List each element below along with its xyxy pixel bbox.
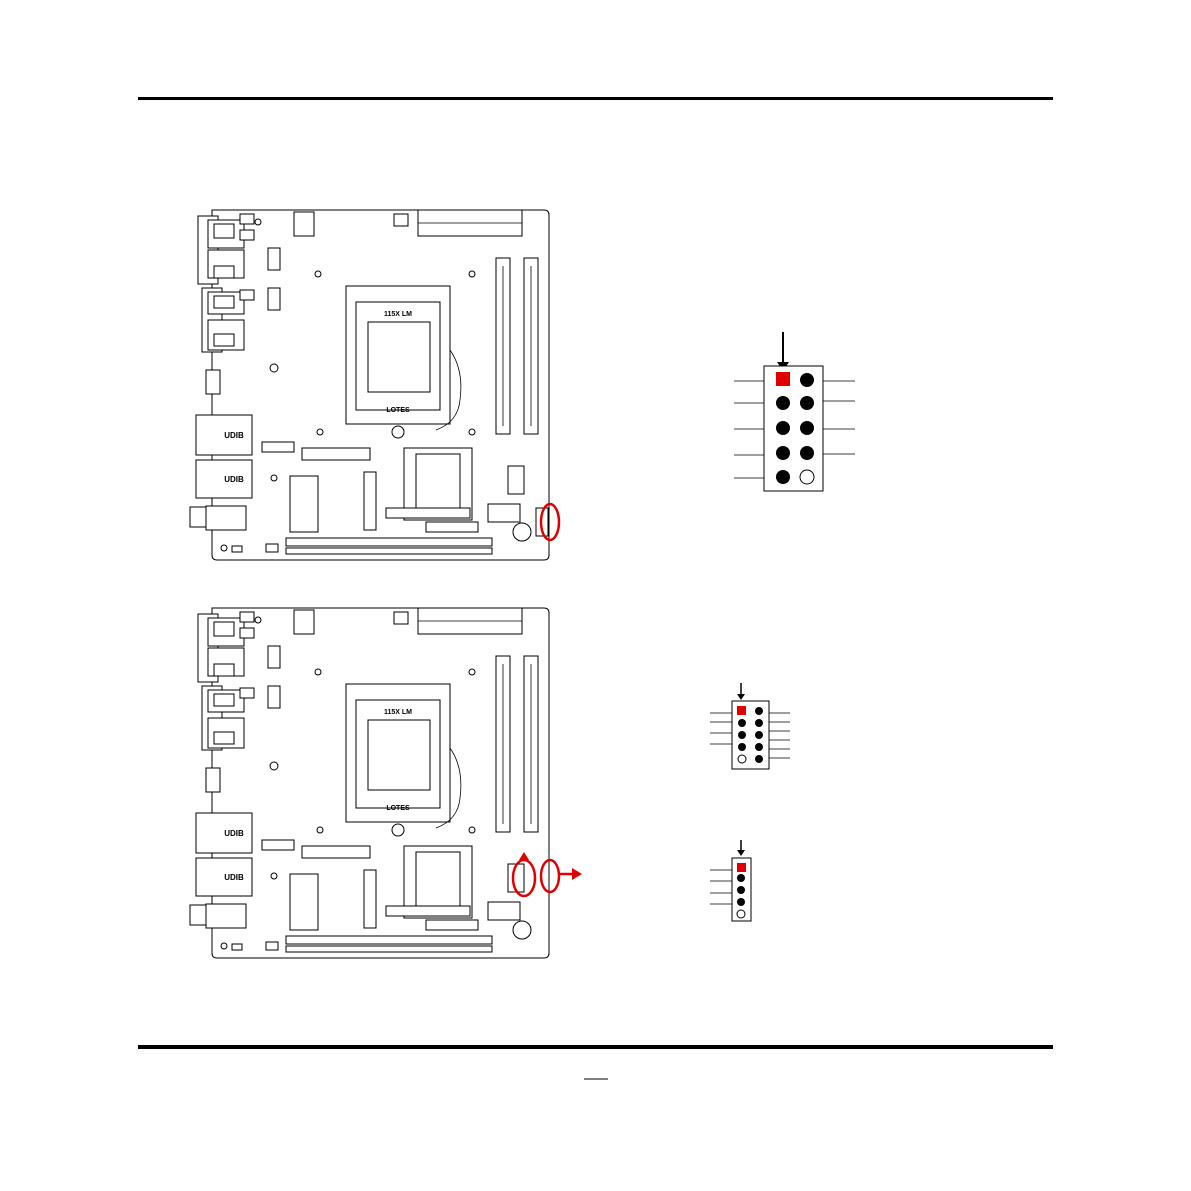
brand-label: LOTES: [386, 407, 410, 414]
pin1-marker: [776, 372, 790, 386]
ports-label-2: UDIB: [224, 475, 244, 484]
pinout-9pin-large: [734, 332, 855, 491]
pinout-4pin: [710, 840, 751, 921]
ports-label: UDIB: [224, 431, 244, 440]
ports-label: UDIB: [224, 829, 244, 838]
arrow-down-icon: [737, 850, 745, 856]
arrow-down-icon: [737, 694, 745, 700]
arrow-right-icon: [572, 868, 582, 880]
ports-label-2: UDIB: [224, 873, 244, 882]
motherboard-top: 115X LM LOTES UDIB UDIB: [190, 210, 559, 560]
motherboard-bottom: 115X LM LOTES UDIB UDIB: [190, 608, 582, 958]
page-number: [584, 1067, 608, 1081]
cpu-label: 115X LM: [384, 709, 412, 716]
cpu-label: 115X LM: [384, 311, 412, 318]
pinout-9pin-small: [710, 683, 790, 769]
brand-label: LOTES: [386, 805, 410, 812]
